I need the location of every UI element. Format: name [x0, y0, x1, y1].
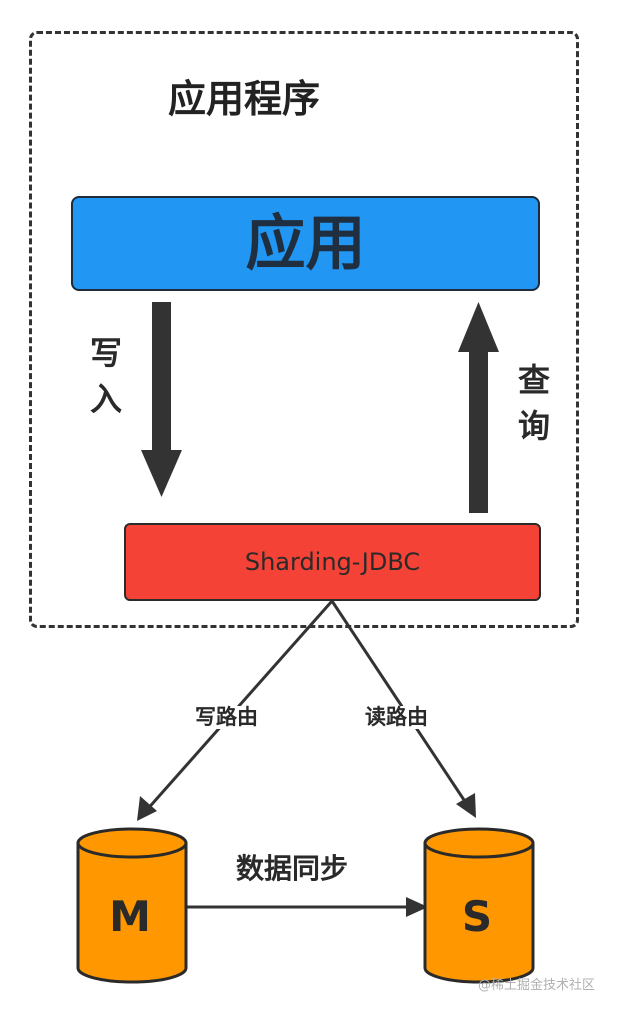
application-box: 应用 [71, 196, 540, 291]
application-box-label: 应用 [245, 208, 366, 279]
data-sync-label: 数据同步 [236, 852, 349, 885]
master-database [76, 827, 188, 984]
query-label-char-1: 查 [517, 361, 550, 399]
sharding-jdbc-label: Sharding-JDBC [244, 548, 421, 576]
write-label-char-1: 写 [89, 334, 122, 372]
data-sync-arrow [186, 897, 428, 917]
slave-database-label: S [461, 892, 493, 941]
query-label: 查 询 [514, 357, 554, 449]
write-label-char-2: 入 [89, 380, 122, 418]
read-route-connector [330, 600, 476, 818]
write-label: 写 入 [86, 330, 126, 422]
application-title: 应用程序 [168, 77, 321, 121]
write-route-label: 写路由 [193, 705, 260, 730]
slave-database [423, 827, 535, 984]
write-arrow [141, 302, 182, 497]
application-boundary [29, 31, 579, 628]
master-database-label: M [109, 892, 151, 941]
sharding-jdbc-box: Sharding-JDBC [124, 523, 541, 601]
query-label-char-2: 询 [517, 407, 550, 445]
query-arrow [458, 302, 499, 513]
read-route-label: 读路由 [363, 705, 430, 730]
watermark: @稀土掘金技术社区 [478, 978, 596, 993]
